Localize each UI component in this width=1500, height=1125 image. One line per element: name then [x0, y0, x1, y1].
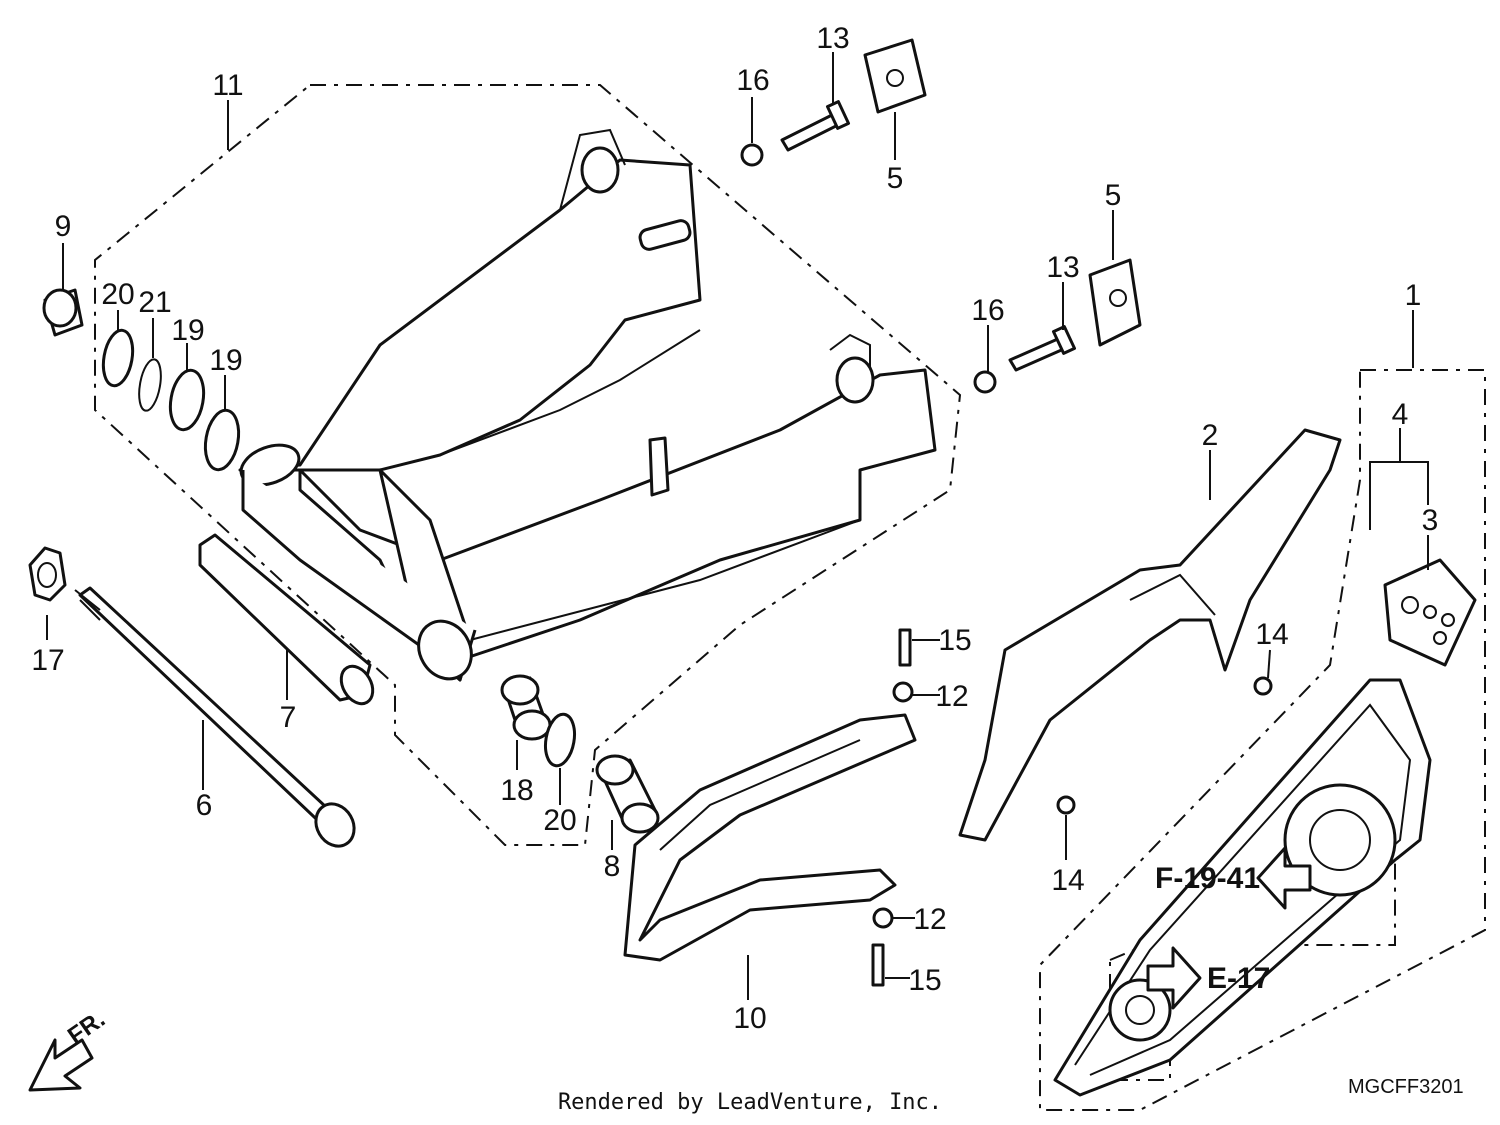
callout-15-lower: 15 — [908, 964, 941, 997]
adjuster-bolt-13-lower — [1008, 325, 1077, 372]
pivot-nut-17 — [28, 546, 67, 602]
ref-arrow-right — [1146, 946, 1202, 1010]
adjuster-plate-5-lower — [1088, 258, 1142, 347]
callout-5-upper: 5 — [887, 162, 904, 195]
callout-2: 2 — [1202, 419, 1219, 452]
chain-group-outline — [1039, 369, 1486, 1111]
callout-5-lower: 5 — [1105, 179, 1122, 212]
bolt-14-upper — [1253, 676, 1273, 696]
bushing-18 — [500, 674, 552, 741]
leader-lines — [46, 52, 1429, 1000]
callout-7: 7 — [280, 701, 297, 734]
callout-16-lower: 16 — [971, 294, 1004, 327]
callout-11: 11 — [212, 69, 243, 102]
callout-13-lower: 13 — [1046, 251, 1079, 284]
pivot-collar-7 — [198, 533, 375, 706]
ref-arrow-left — [1256, 846, 1312, 910]
callout-13-upper: 13 — [816, 22, 849, 55]
reference-e-17: E-17 — [1207, 962, 1270, 995]
snap-ring-21 — [138, 358, 162, 412]
callout-16-upper: 16 — [736, 64, 769, 97]
credit-line: Rendered by LeadVenture, Inc. — [557, 1090, 943, 1115]
callout-1: 1 — [1405, 279, 1422, 312]
callout-14-lower: 14 — [1051, 864, 1084, 897]
callout-8: 8 — [604, 850, 621, 883]
callout-21: 21 — [138, 286, 171, 319]
callout-15-upper: 15 — [938, 624, 971, 657]
swingarm — [238, 128, 937, 682]
nut-12-upper — [892, 681, 914, 703]
callouts: 11 9 20 21 19 19 17 7 6 18 20 8 16 13 5 … — [31, 22, 1438, 1035]
bearing-19-b — [203, 408, 241, 472]
callout-14-upper: 14 — [1255, 618, 1288, 651]
callout-17: 17 — [31, 644, 64, 677]
chain-case-2 — [958, 428, 1342, 842]
collar-8 — [595, 754, 660, 834]
callout-19-a: 19 — [171, 314, 204, 347]
driven-sprocket — [1283, 783, 1397, 897]
callout-4: 4 — [1392, 398, 1409, 431]
adjuster-plate-5-upper — [863, 38, 927, 114]
bolt-15-upper — [898, 628, 912, 667]
front-direction-label: FR. — [63, 1006, 110, 1050]
adjuster-bolt-13-upper — [780, 100, 851, 152]
seal-20-left — [101, 328, 135, 388]
callout-12-lower: 12 — [913, 903, 946, 936]
pivot-bolt-6 — [74, 586, 356, 848]
callout-12-upper: 12 — [935, 680, 968, 713]
bushing-9 — [42, 288, 84, 337]
seal-20-right — [543, 712, 577, 768]
bolt-14-lower — [1056, 795, 1076, 815]
callout-9: 9 — [55, 210, 72, 243]
nut-16-upper — [740, 143, 764, 167]
diagram-code: MGCFF3201 — [1348, 1076, 1464, 1098]
callout-3: 3 — [1422, 504, 1439, 537]
callout-19-b: 19 — [209, 344, 242, 377]
front-arrow-icon — [28, 1038, 94, 1092]
drive-sprocket — [1108, 978, 1172, 1042]
callout-6: 6 — [196, 789, 213, 822]
callout-20-right: 20 — [543, 804, 576, 837]
reference-f-19-41: F-19-41 — [1155, 862, 1260, 895]
chain-slider-10 — [623, 713, 917, 962]
callout-18: 18 — [500, 774, 533, 807]
nut-12-lower — [872, 907, 894, 929]
master-link-kit-3 — [1383, 558, 1477, 667]
callout-20-left: 20 — [101, 278, 134, 311]
bolt-15-lower — [871, 943, 885, 987]
nut-16-lower — [973, 370, 997, 394]
swingarm-group-outline — [94, 84, 962, 846]
bearing-19-a — [168, 368, 206, 432]
callout-10: 10 — [733, 1002, 766, 1035]
